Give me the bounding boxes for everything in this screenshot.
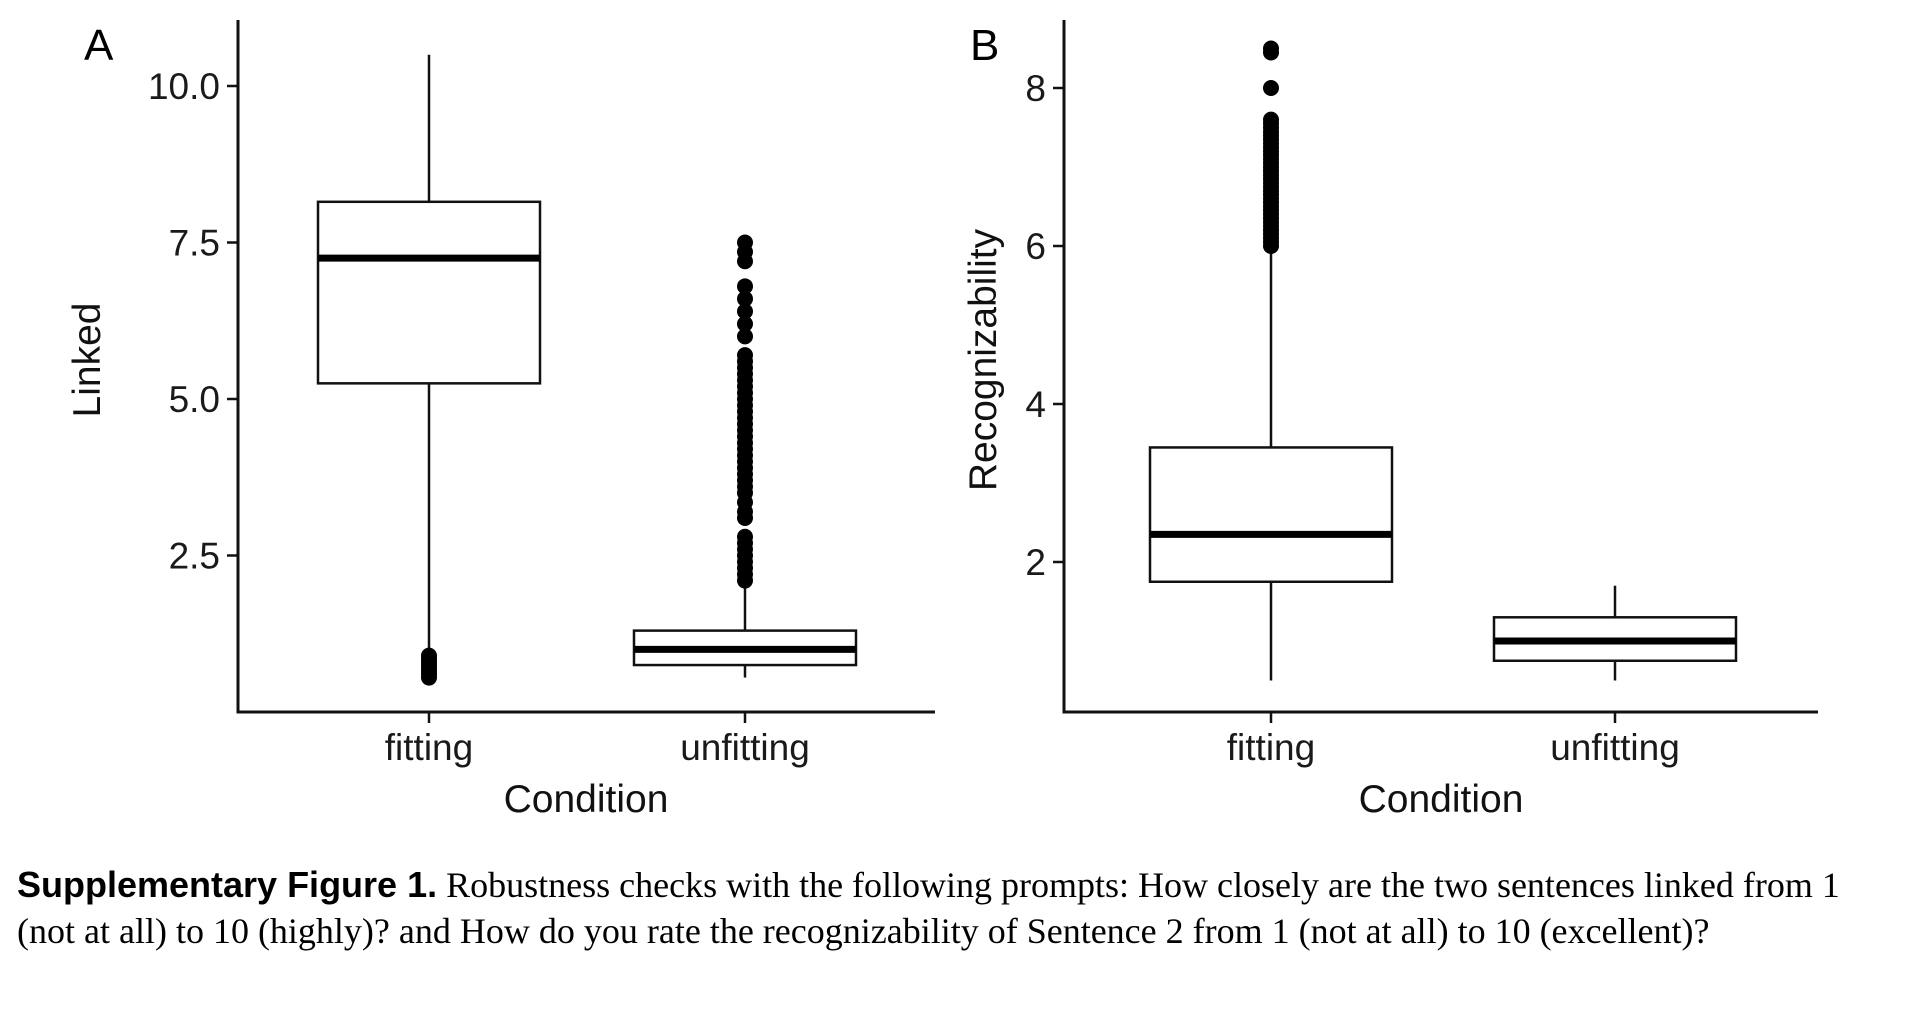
x-axis-title: Condition (1359, 778, 1524, 821)
y-tick-label: 4 (1025, 384, 1046, 425)
outlier-point (421, 647, 437, 664)
outlier-point (737, 278, 753, 295)
caption-text: Robustness checks with the following pro… (17, 865, 1840, 951)
outlier-point (737, 303, 753, 320)
outlier-point (737, 528, 753, 545)
outlier-point (737, 315, 753, 332)
panel-label: A (84, 21, 114, 70)
y-tick-label: 8 (1025, 68, 1046, 109)
y-axis-title: Recognizability (962, 228, 1005, 491)
x-tick-label: unfitting (680, 727, 810, 768)
figure-caption: Supplementary Figure 1. Robustness check… (17, 862, 1897, 954)
x-tick-label: fitting (1227, 727, 1315, 768)
x-axis-title: Condition (504, 778, 669, 821)
box-unfitting (632, 234, 858, 678)
outlier-point (1263, 80, 1279, 96)
y-tick-label: 2.5 (169, 536, 220, 577)
panel-label: B (970, 21, 999, 70)
y-tick-label: 10.0 (148, 66, 220, 107)
y-tick-label: 6 (1025, 226, 1046, 267)
caption-lead: Supplementary Figure 1. (17, 864, 438, 905)
y-tick-label: 2 (1025, 542, 1046, 583)
box-fitting (1148, 40, 1394, 681)
outlier-point (1263, 40, 1279, 57)
outlier-point (737, 290, 753, 307)
interquartile-box (316, 200, 542, 385)
box-unfitting (1492, 585, 1738, 681)
x-tick-label: fitting (385, 727, 473, 768)
y-tick-label: 7.5 (169, 223, 220, 264)
outlier-point (1263, 111, 1279, 128)
x-tick-label: unfitting (1550, 727, 1680, 768)
outlier-point (737, 234, 753, 251)
outlier-point (737, 328, 753, 345)
outlier-point (737, 347, 753, 364)
interquartile-box (1148, 446, 1394, 584)
y-tick-label: 5.0 (169, 379, 220, 420)
box-fitting (316, 54, 542, 686)
y-axis-title: Linked (66, 303, 109, 418)
